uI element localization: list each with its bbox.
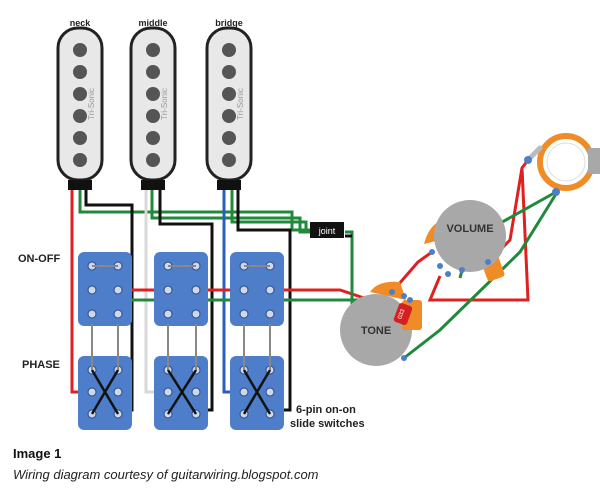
pickup-neck: neck Tri-Sonic [56, 18, 104, 190]
joint-label: joint [318, 226, 336, 236]
wiring-diagram: neck Tri-Sonic middle Tri-Sonic bridge T… [18, 18, 600, 430]
tone-to-volume-red [390, 250, 433, 293]
tone-pot-body [340, 294, 412, 366]
phase-switch-bridge [230, 324, 284, 430]
joint-box: joint [310, 222, 344, 238]
middle-pickup-base [141, 180, 165, 190]
cap-label: 033 [397, 308, 406, 320]
caption-text: Wiring diagram courtesy of guitarwiring.… [13, 467, 319, 482]
neck-label: neck [70, 18, 92, 28]
volume-pot-body [434, 200, 506, 272]
middle-pole-pieces [146, 43, 160, 167]
bridge-label: bridge [215, 18, 243, 28]
tone-pot: TONE 033 [340, 281, 422, 366]
middle-green-lead [150, 188, 318, 234]
tone-capacitor: 033 [393, 303, 413, 325]
bridge-brand: Tri-Sonic [236, 88, 245, 120]
output-jack [524, 133, 600, 196]
bridge-pole-pieces [222, 43, 236, 167]
on-off-label: ON-OFF [18, 253, 60, 265]
phase-label: PHASE [22, 359, 60, 371]
pickup-middle: middle Tri-Sonic [129, 18, 177, 190]
neck-brand: Tri-Sonic [87, 88, 96, 120]
bridge-green-lead [230, 188, 318, 232]
caption-title: Image 1 [13, 446, 62, 461]
on-off-switch-bridge [230, 252, 284, 326]
switches-label-line1: 6-pin on-on [296, 404, 356, 416]
neck-pole-pieces [73, 43, 87, 167]
tone-label: TONE [361, 325, 391, 337]
phase-switch-middle [154, 324, 208, 430]
phase-switch-neck [78, 324, 132, 430]
volume-label: VOLUME [446, 223, 493, 235]
volume-pot: VOLUME [424, 200, 506, 282]
neck-pickup-base [68, 180, 92, 190]
middle-brand: Tri-Sonic [160, 88, 169, 120]
pickup-bridge: bridge Tri-Sonic [205, 18, 253, 190]
on-off-switch-neck [78, 252, 132, 326]
switches-label-line2: slide switches [290, 418, 365, 430]
bridge-pickup-base [217, 180, 241, 190]
middle-label: middle [138, 18, 167, 28]
on-off-switch-middle [154, 252, 208, 326]
